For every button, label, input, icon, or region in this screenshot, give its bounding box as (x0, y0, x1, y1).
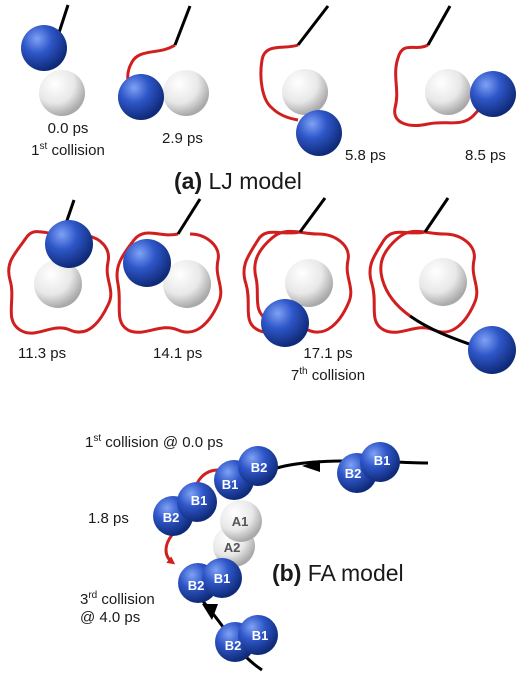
tether-line (423, 197, 450, 233)
trajectory-red (259, 43, 299, 122)
lj-frame-5 (7, 199, 113, 335)
tether-line (298, 197, 327, 233)
direction-arrow (302, 460, 320, 472)
bead-label: B1 (191, 493, 208, 508)
white-sphere (285, 259, 333, 307)
bead-label: B2 (225, 638, 242, 653)
blue-sphere (296, 110, 342, 156)
tether-line (409, 314, 473, 347)
trajectory-red (393, 43, 490, 127)
time-label: 0.0 ps (47, 120, 89, 137)
white-sphere (425, 69, 471, 115)
bead-label: B2 (188, 578, 205, 593)
blue-sphere (261, 299, 309, 347)
bead-b1 (202, 558, 242, 598)
bead-b1 (360, 442, 400, 482)
bead-label: B2 (251, 460, 268, 475)
white-sphere (34, 260, 82, 308)
time-label: 17.1 ps (303, 345, 353, 362)
trajectory-red (164, 534, 176, 565)
third-collision-label: 3rd collision @ 4.0 ps (80, 590, 155, 626)
bead-b1 (238, 615, 278, 655)
time-label: 14.1 ps (153, 345, 203, 362)
bead-label: B2 (163, 510, 180, 525)
blue-sphere (470, 71, 516, 117)
lj-frame-1-label: 0.0 ps 1st collision (18, 120, 118, 160)
time-label: 2.9 ps (162, 130, 203, 147)
panel-a-title: (a) LJ model (174, 168, 302, 194)
lj-frame-7 (242, 197, 353, 347)
lj-frame-2 (118, 5, 209, 120)
tether-line (296, 5, 330, 46)
lj-frame-1 (21, 4, 85, 116)
lj-frame-3 (259, 5, 342, 156)
time-label: 11.3 ps (18, 345, 67, 362)
bead-b1 (177, 482, 217, 522)
bead-label: B1 (374, 453, 391, 468)
white-sphere (419, 258, 467, 306)
bead-a1 (220, 500, 262, 542)
blue-sphere (123, 239, 171, 287)
trajectory-red (115, 231, 223, 334)
trajectory-red (242, 229, 353, 334)
lj-frame-7-label: 17.1 ps 7th collision (258, 345, 398, 385)
bead-label: B1 (252, 628, 269, 643)
white-sphere (163, 260, 211, 308)
bead-label: B2 (345, 466, 362, 481)
white-sphere (39, 70, 85, 116)
bead-label: B1 (222, 477, 239, 492)
fa-diagram: B2 B1 B1 B2 B2 B1 B2 B1 B2 B1 A1 A2 (153, 442, 429, 672)
lj-frame-4 (393, 5, 516, 127)
time-label: 8.5 ps (465, 147, 506, 164)
trajectory-red (368, 229, 479, 334)
collision-label: 7th collision (290, 366, 366, 384)
time-label: 1.8 ps (88, 510, 129, 527)
blue-sphere (45, 220, 93, 268)
blue-sphere (21, 25, 67, 71)
blue-sphere (118, 74, 164, 120)
bead-label: B1 (214, 571, 231, 586)
tether-line (176, 198, 202, 235)
lj-frame-6 (115, 198, 223, 334)
bead-b2 (238, 446, 278, 486)
first-collision-label: 1st collision @ 0.0 ps (85, 433, 224, 451)
tether-line (173, 5, 192, 46)
white-sphere (163, 70, 209, 116)
white-sphere (282, 69, 328, 115)
lj-frame-8 (368, 197, 516, 374)
bead-label: A2 (224, 540, 241, 555)
collision-label: 1st collision (31, 141, 105, 159)
tether-line (426, 5, 452, 46)
blue-sphere (468, 326, 516, 374)
direction-arrow (202, 604, 218, 620)
trajectory-red (7, 230, 113, 335)
bead-label: A1 (232, 514, 249, 529)
panel-b-title: (b) FA model (272, 560, 404, 586)
time-label: 5.8 ps (345, 147, 386, 164)
